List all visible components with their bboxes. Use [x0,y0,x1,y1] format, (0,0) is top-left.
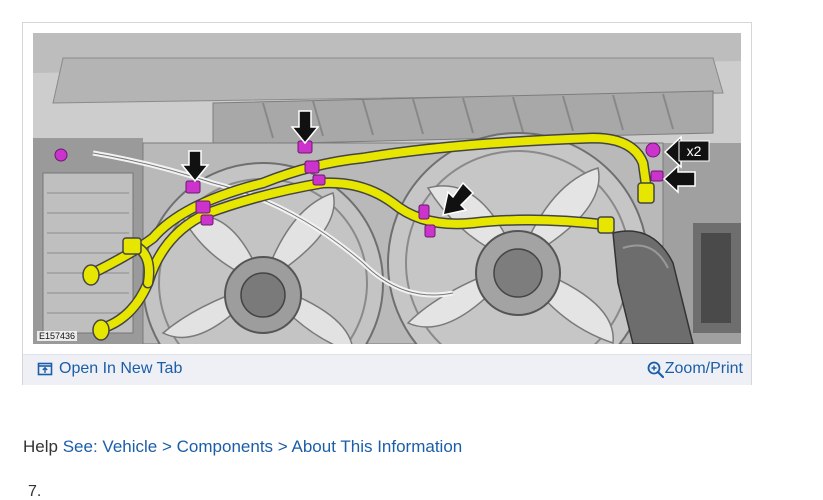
help-prefix: Help [23,437,58,456]
component-illustration[interactable]: x2 E157436 [33,33,741,344]
left-fan [142,162,384,344]
help-link-vehicle[interactable]: Vehicle [102,437,158,456]
external-window-icon [37,361,53,377]
help-link-see[interactable]: See: [62,437,98,456]
figure-toolbar: Open In New Tab Zoom/Print [23,354,751,385]
help-separator-2: > [277,437,288,456]
zoom-print-label: Zoom/Print [664,360,743,377]
callout-x2-label: x2 [687,143,702,159]
engine-bay-drawing: x2 [33,33,741,344]
figure-code: E157436 [37,331,78,341]
help-breadcrumb: Help See: Vehicle > Components > About T… [23,437,462,457]
magnifier-plus-icon [647,361,664,379]
open-in-new-tab-button[interactable]: Open In New Tab [37,360,182,378]
help-link-components[interactable]: Components [176,437,274,456]
help-separator-1: > [161,437,172,456]
step-number: 7. [28,483,42,500]
figure-container: x2 E157436 Open In New Tab [22,22,752,385]
zoom-print-button[interactable]: Zoom/Print [647,360,743,379]
open-in-new-tab-label: Open In New Tab [59,360,183,377]
help-link-about[interactable]: About This Information [291,437,463,456]
